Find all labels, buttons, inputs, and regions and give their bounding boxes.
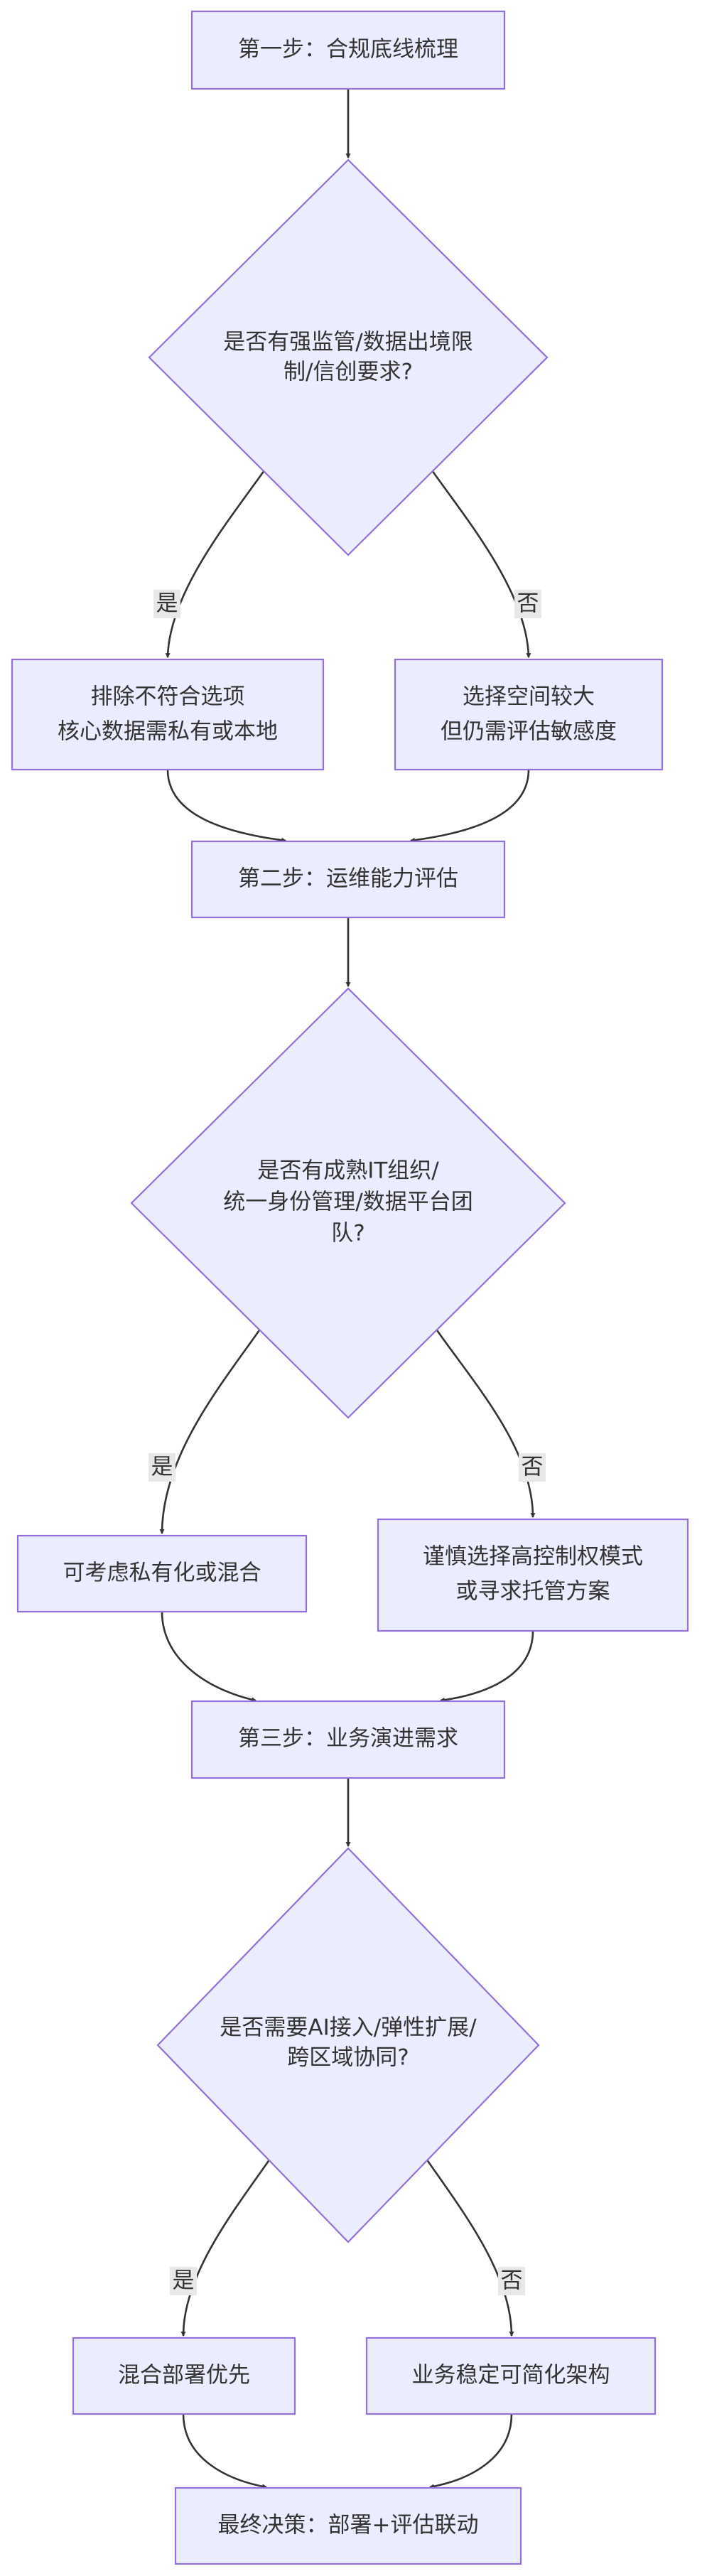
edge-no2-step3 — [439, 1630, 534, 1703]
node-yes1-line2: 核心数据需私有或本地 — [58, 719, 278, 745]
node-final: 最终决策：部署+评估联动 — [174, 2486, 522, 2565]
edge-label-no-3: 否 — [501, 2268, 523, 2294]
edge-labels: 是 否 是 否 是 否 — [148, 590, 546, 2295]
edge-label-yes-1: 是 — [156, 591, 178, 617]
node-decision2: 是否有成熟IT组织/ 统一身份管理/数据平台团 队? — [130, 987, 566, 1419]
edge-decision3-yes3 — [180, 2158, 271, 2337]
node-yes1: 排除不符合选项 核心数据需私有或本地 — [11, 658, 325, 771]
edge-decision2-no2 — [436, 1330, 536, 1519]
node-yes2: 可考虑私有化或混合 — [16, 1534, 308, 1613]
node-step3: 第三步：业务演进需求 — [190, 1700, 506, 1779]
node-decision1-line1: 是否有强监管/数据出境限 — [223, 330, 472, 355]
node-final-label: 最终决策：部署+评估联动 — [218, 2513, 479, 2538]
node-decision2-line3: 队? — [331, 1221, 364, 1246]
node-no2: 谨慎选择高控制权模式 或寻求托管方案 — [377, 1518, 689, 1632]
edge-yes2-step3 — [161, 1611, 257, 1703]
node-decision3-line1: 是否需要AI接入/弹性扩展/ — [220, 2015, 477, 2041]
edge-label-yes-2: 是 — [151, 1455, 173, 1480]
edge-decision1-no1 — [431, 470, 531, 659]
edge-no3-final — [428, 2413, 513, 2489]
edge-label-no-1: 否 — [517, 591, 539, 617]
node-decision1: 是否有强监管/数据出境限 制/信创要求? — [148, 158, 549, 556]
node-step3-label: 第三步：业务演进需求 — [238, 1726, 458, 1752]
node-yes1-line1: 排除不符合选项 — [91, 684, 245, 710]
node-no1-line2: 但仍需评估敏感度 — [441, 719, 617, 745]
node-decision2-line1: 是否有成熟IT组织/ — [257, 1158, 439, 1184]
edge-decision3-no3 — [425, 2158, 514, 2337]
edge-yes1-step2 — [166, 769, 287, 843]
node-no3-label: 业务稳定可简化架构 — [412, 2363, 610, 2388]
edge-no1-step2 — [409, 769, 530, 843]
edge-label-yes-3: 是 — [173, 2268, 195, 2294]
node-decision3-line2: 跨区域协同? — [287, 2045, 409, 2071]
node-decision1-line2: 制/信创要求? — [284, 360, 413, 385]
node-decision3: 是否需要AI接入/弹性扩展/ 跨区域协同? — [156, 1847, 540, 2243]
node-yes3: 混合部署优先 — [72, 2337, 296, 2415]
node-step2: 第二步：运维能力评估 — [190, 840, 506, 919]
node-step2-label: 第二步：运维能力评估 — [238, 866, 458, 892]
edge-yes3-final — [182, 2413, 268, 2489]
edge-decision2-yes2 — [159, 1330, 261, 1535]
node-decision2-line2: 统一身份管理/数据平台团 — [223, 1190, 472, 1215]
edge-decision1-yes1 — [165, 470, 266, 659]
node-no2-line2: 或寻求托管方案 — [456, 1579, 610, 1605]
node-yes3-label: 混合部署优先 — [118, 2363, 250, 2388]
edges — [159, 90, 536, 2489]
node-no1: 选择空间较大 但仍需评估敏感度 — [394, 658, 664, 771]
node-yes2-label: 可考虑私有化或混合 — [63, 1561, 261, 1586]
nodes: 第一步：合规底线梳理 是否有强监管/数据出境限 制/信创要求? 排除不符合选项 … — [11, 10, 689, 2565]
edge-label-no-2: 否 — [522, 1455, 544, 1480]
node-no2-line1: 谨慎选择高控制权模式 — [423, 1544, 643, 1570]
node-no3: 业务稳定可简化架构 — [365, 2337, 657, 2415]
node-step1-label: 第一步：合规底线梳理 — [238, 37, 458, 63]
node-no1-line1: 选择空间较大 — [463, 684, 595, 710]
node-step1: 第一步：合规底线梳理 — [190, 10, 506, 90]
